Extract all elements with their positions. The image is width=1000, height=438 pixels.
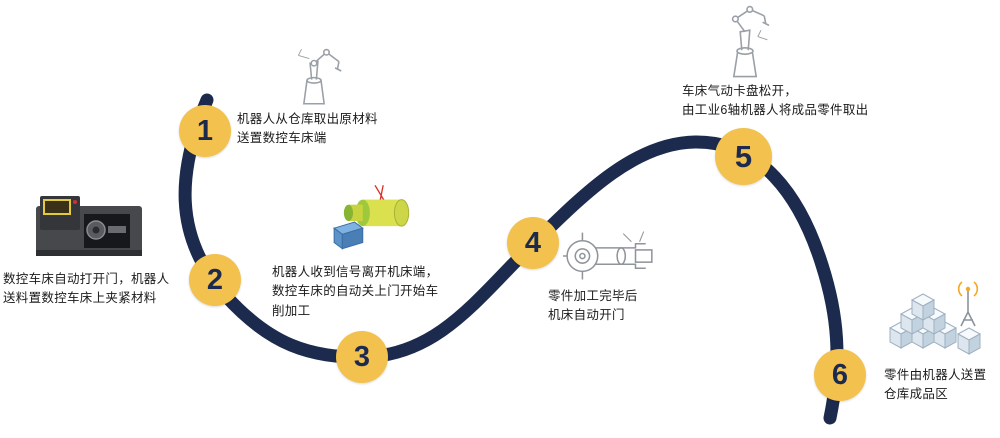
- step-label-5: 车床气动卡盘松开， 由工业6轴机器人将成品零件取出: [682, 84, 869, 118]
- lathe-chuck-icon: [563, 231, 653, 280]
- step-circle-3: 3: [336, 331, 388, 383]
- robot-arm-icon: [297, 48, 342, 105]
- step-label-6: 零件由机器人送置 仓库成品区: [884, 368, 987, 402]
- step-label-1: 机器人从仓库取出原材料 送置数控车床端: [237, 112, 378, 146]
- step-label-3: 机器人收到信号离开机床端， 数控车床的自动关上门开始车 削加工: [272, 265, 439, 318]
- step-circle-2: 2: [189, 254, 241, 306]
- step-label-4: 零件加工完毕后 机床自动开门: [548, 289, 638, 323]
- warehouse-blocks-antenna-icon: [889, 281, 981, 355]
- step-circle-1: 1: [179, 105, 231, 157]
- step-label-2: 数控车床自动打开门，机器人 送料置数控车床上夹紧材料: [3, 272, 170, 306]
- step-circle-4: 4: [507, 217, 559, 269]
- cnc-lathe-machine-icon: [36, 196, 142, 256]
- step-circle-5: 5: [715, 128, 772, 185]
- step-circle-6: 6: [814, 349, 866, 401]
- workpiece-cylinder-icon: [333, 184, 410, 250]
- robot-arm-icon: [731, 5, 770, 78]
